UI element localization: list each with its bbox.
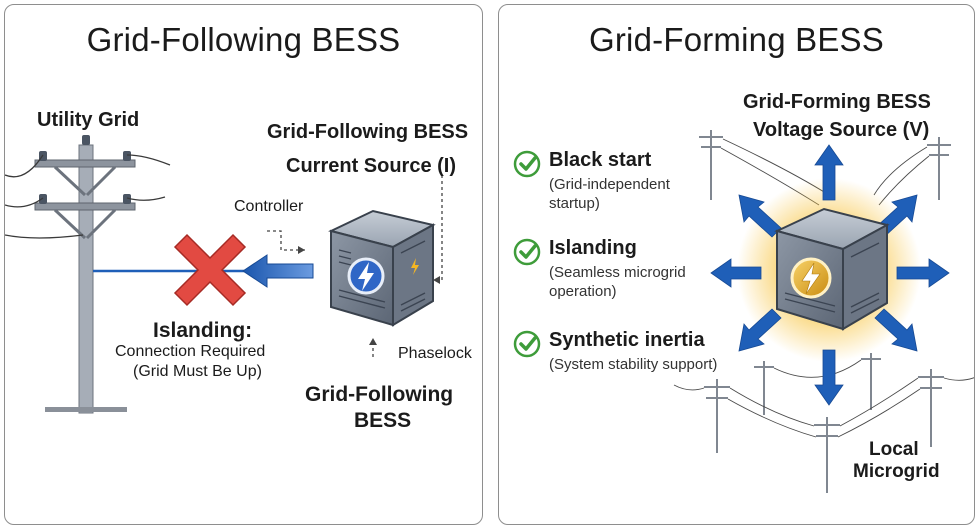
- panel-title: Grid-Following BESS: [86, 21, 401, 58]
- check-icon: [513, 150, 541, 178]
- battery-cube-icon: [774, 207, 890, 331]
- islanding-title: Islanding:: [153, 319, 253, 342]
- lightning-bolt-icon: [801, 262, 821, 295]
- red-x-icon: [173, 233, 247, 307]
- grid-forming-diagram: [673, 130, 974, 493]
- grid-following-panel: Grid-Following BESS: [4, 4, 483, 525]
- bess-line2: Voltage Source (V): [753, 119, 930, 141]
- microgrid-line2: Microgrid: [853, 461, 940, 482]
- bess-line1: Grid-Forming BESS: [743, 91, 931, 113]
- utility-pole-icon: [699, 130, 951, 493]
- lightning-bolt-icon: [358, 262, 374, 291]
- islanding-line2: (Grid Must Be Up): [133, 363, 262, 380]
- utility-pole-icon: [5, 135, 171, 414]
- islanding-line1: Connection Required: [115, 343, 266, 360]
- bess-bottom-line1: Grid-Following: [305, 383, 454, 406]
- feature-title: Black start: [549, 149, 652, 171]
- grid-forming-panel: Grid-Forming BESS: [498, 4, 975, 525]
- check-icon: [513, 238, 541, 266]
- phaselock-label: Phaselock: [398, 345, 472, 362]
- bess-bottom-line2: BESS: [354, 409, 412, 432]
- feature-title: Synthetic inertia: [549, 329, 705, 351]
- battery-cube-icon: [328, 209, 436, 327]
- microgrid-line1: Local: [869, 439, 919, 460]
- feature-title: Islanding: [549, 237, 637, 259]
- feature-desc: (Grid-independent startup): [549, 176, 670, 212]
- feature-desc: (Seamless microgrid operation): [549, 264, 686, 300]
- utility-grid-label: Utility Grid: [37, 109, 140, 131]
- panel-title: Grid-Forming BESS: [589, 21, 884, 58]
- controller-label: Controller: [234, 198, 304, 215]
- left-arrow-icon: [242, 254, 314, 288]
- feature-desc: (System stability support): [549, 356, 718, 373]
- bess-top-line2: Current Source (I): [286, 155, 457, 177]
- check-icon: [513, 330, 541, 358]
- bess-top-line1: Grid-Following BESS: [267, 121, 469, 143]
- grid-following-diagram: [5, 135, 443, 414]
